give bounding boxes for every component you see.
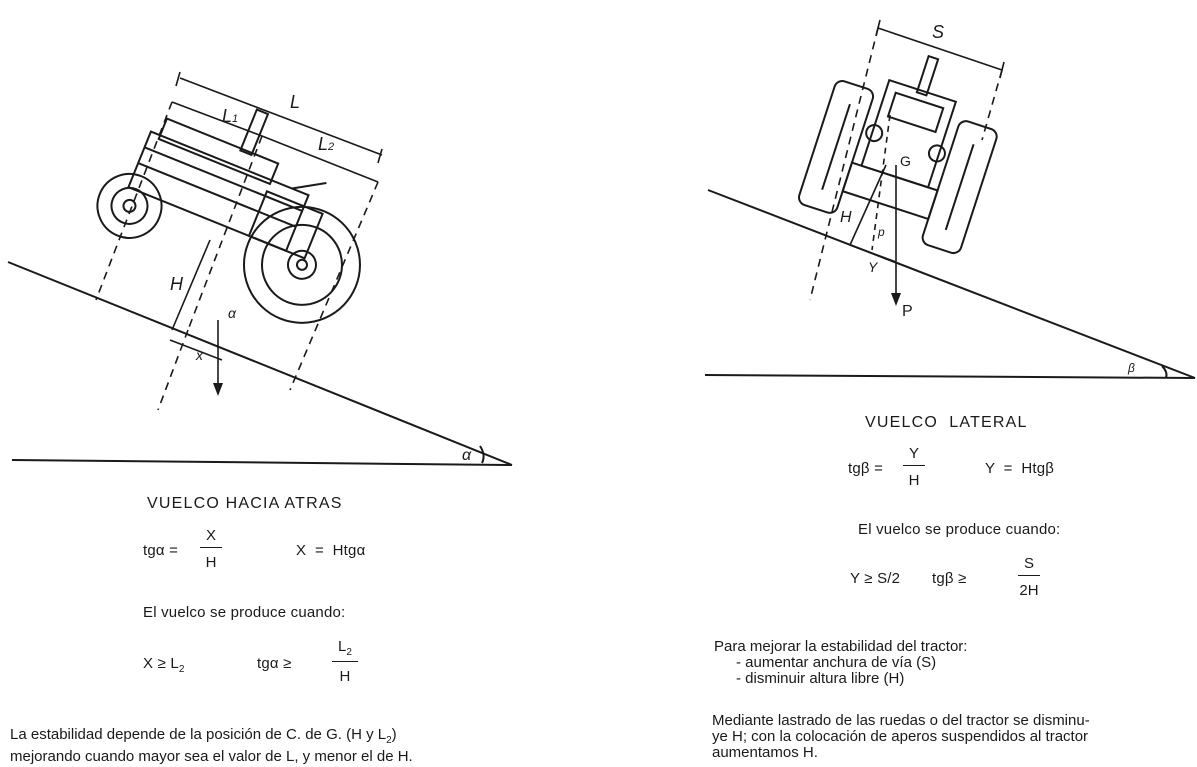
label-H: H [840, 209, 852, 226]
right-improve-item-1: - aumentar anchura de vía (S) [736, 654, 937, 671]
tractor-front-view [798, 54, 998, 255]
slope-line [707, 189, 1196, 379]
right-cond2-fraction: S 2H [1018, 555, 1041, 599]
left-cond2-lhs: tgα ≥ [257, 655, 292, 672]
left-para-line1: La estabilidad depende de la posición de… [10, 727, 413, 749]
label-Y: Y [868, 259, 879, 275]
right-eq1-fraction: Y H [903, 445, 926, 489]
left-cond2-denominator: H [339, 668, 351, 685]
right-eq1-denominator: H [908, 472, 920, 489]
right-cond2-numerator: S [1018, 555, 1041, 576]
left-para-line2: mejorando cuando mayor sea el valor de L… [10, 748, 413, 765]
right-title: VUELCO LATERAL [865, 414, 1028, 431]
lateral-overturn-diagram: S G H p Y P β [704, 19, 1196, 379]
left-eq1-numerator: X [200, 527, 223, 548]
label-p: p [877, 225, 885, 239]
left-para-line1-text: La estabilidad depende de la posición de… [10, 726, 387, 743]
right-paragraph: Mediante lastrado de las ruedas o del tr… [712, 713, 1090, 761]
slope-line [7, 261, 513, 466]
label-beta: β [1127, 361, 1135, 375]
right-improve-item-2: - disminuir altura libre (H) [736, 670, 905, 687]
left-eq1-fraction: X H [200, 527, 223, 571]
tractor-side-view [96, 108, 361, 324]
left-cond2-numerator: L2 [332, 638, 358, 662]
left-eq1-lhs: tgα = [143, 542, 179, 559]
right-para-line1: Mediante lastrado de las ruedas o del tr… [712, 712, 1090, 729]
left-cond1-text: X ≥ L [143, 655, 179, 672]
label-L: L [290, 92, 300, 112]
beta-angle-arc [1161, 365, 1168, 379]
label-alpha-small: α [228, 305, 237, 321]
left-cond1-sub: 2 [178, 664, 185, 675]
right-improve-block: Para mejorar la estabilidad del tractor:… [714, 639, 967, 687]
left-eq1-denominator: H [205, 554, 217, 571]
right-condition-text: El vuelco se produce cuando: [858, 521, 1061, 538]
horizontal-ground-line [704, 374, 1196, 379]
left-para-line1-sub: 2 [386, 735, 392, 746]
weight-arrow-head [891, 293, 901, 306]
left-para-line1-end: ) [391, 726, 397, 743]
label-x: x [195, 347, 204, 363]
label-H: H [170, 274, 184, 294]
label-alpha: α [462, 447, 472, 464]
right-eq1-numerator: Y [903, 445, 926, 466]
label-P: P [902, 303, 913, 320]
alpha-angle-arc [479, 445, 485, 464]
right-cond1: Y ≥ S/2 [850, 570, 901, 587]
right-cond2-lhs: tgβ ≥ [932, 570, 967, 587]
left-title: VUELCO HACIA ATRAS [147, 495, 343, 512]
label-S: S [932, 22, 944, 42]
left-condition-text: El vuelco se produce cuando: [143, 604, 346, 621]
right-para-line3: aumentamos H. [712, 744, 818, 761]
right-eq2: Y = Htgβ [985, 460, 1055, 477]
left-eq2: X = Htgα [296, 542, 366, 559]
rear-overturn-diagram: L L1 L2 H x α α [7, 71, 513, 466]
right-para-line2: ye H; con la colocación de aperos suspen… [712, 728, 1089, 745]
label-L1: L1 [222, 106, 238, 126]
right-cond2-denominator: 2H [1019, 582, 1039, 599]
horizontal-ground-line [11, 459, 513, 466]
left-cond2-num-sub: 2 [346, 647, 352, 658]
right-eq1-lhs: tgβ = [848, 460, 884, 477]
left-cond2-num-text: L [338, 638, 347, 655]
left-paragraph: La estabilidad depende de la posición de… [10, 727, 413, 765]
left-cond1: X ≥ L2 [143, 655, 185, 675]
gravity-arrow-head [213, 383, 223, 396]
right-improve-title: Para mejorar la estabilidad del tractor: [714, 638, 968, 655]
left-cond2-fraction: L2 H [332, 638, 358, 685]
label-L2: L2 [318, 134, 334, 154]
label-G: G [900, 153, 911, 169]
